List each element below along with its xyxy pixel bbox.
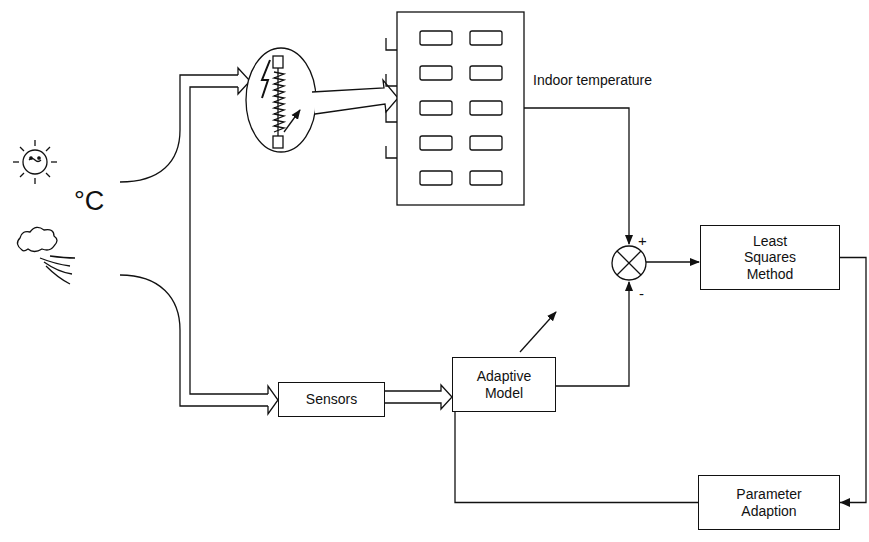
heat-arrow — [312, 80, 398, 114]
connector — [385, 385, 452, 409]
sign-label: + — [638, 232, 647, 249]
unit-label: °C — [74, 186, 104, 217]
connector — [840, 258, 866, 508]
box-text: Adaptive Model — [465, 368, 543, 400]
wind-icon — [17, 227, 75, 284]
box-text: Parameter Adaption — [719, 486, 819, 518]
signal-line — [524, 108, 629, 244]
adaptation-arrow — [520, 312, 556, 352]
box-text: Least Squares Method — [729, 233, 811, 281]
process-box: Least Squares Method — [700, 225, 840, 290]
process-box: Adaptive Model — [452, 357, 556, 412]
heater-symbol — [246, 48, 316, 152]
signal-line — [646, 261, 699, 262]
process-box: Sensors — [278, 382, 385, 417]
summing-junction — [612, 246, 646, 280]
process-box: Parameter Adaption — [698, 475, 840, 530]
connector — [455, 412, 698, 503]
sun-icon — [13, 140, 57, 184]
signal-label: Indoor temperature — [533, 72, 652, 88]
sign-label: - — [639, 285, 644, 302]
building — [386, 12, 524, 205]
box-text: Sensors — [306, 391, 357, 407]
signal-line — [556, 282, 629, 386]
